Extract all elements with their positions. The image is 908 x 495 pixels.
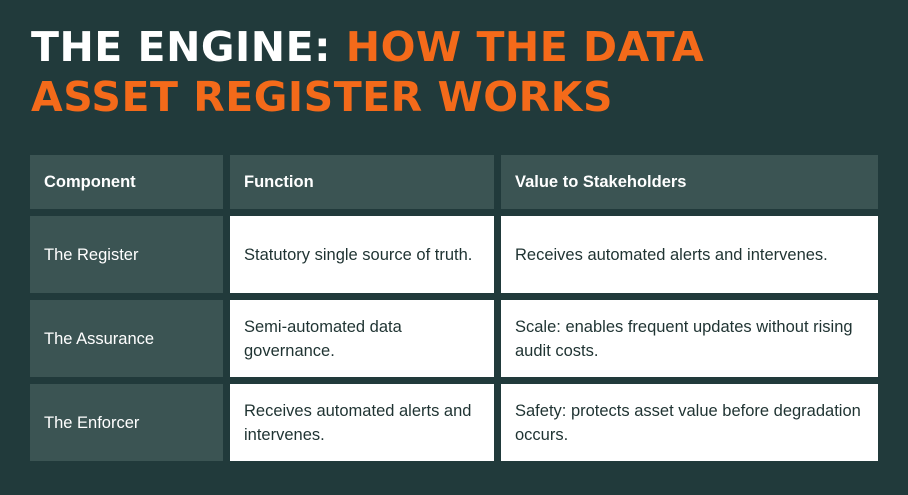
- title-part-2: How the Data Asset Register Works: [31, 23, 705, 121]
- page-title: The Engine: How the Data Asset Register …: [31, 22, 791, 122]
- row-enforcer-function: Receives automated alerts and intervenes…: [230, 384, 494, 461]
- row-register-value: Receives automated alerts and intervenes…: [501, 216, 878, 293]
- header-component: Component: [30, 155, 223, 209]
- header-value: Value to Stakeholders: [501, 155, 878, 209]
- row-register-function: Statutory single source of truth.: [230, 216, 494, 293]
- row-assurance-function: Semi-automated data governance.: [230, 300, 494, 377]
- row-register-component: The Register: [30, 216, 223, 293]
- row-enforcer-component: The Enforcer: [30, 384, 223, 461]
- row-assurance-value: Scale: enables frequent updates without …: [501, 300, 878, 377]
- row-enforcer-value: Safety: protects asset value before degr…: [501, 384, 878, 461]
- row-assurance-component: The Assurance: [30, 300, 223, 377]
- title-part-1: The Engine:: [31, 23, 332, 71]
- header-function: Function: [230, 155, 494, 209]
